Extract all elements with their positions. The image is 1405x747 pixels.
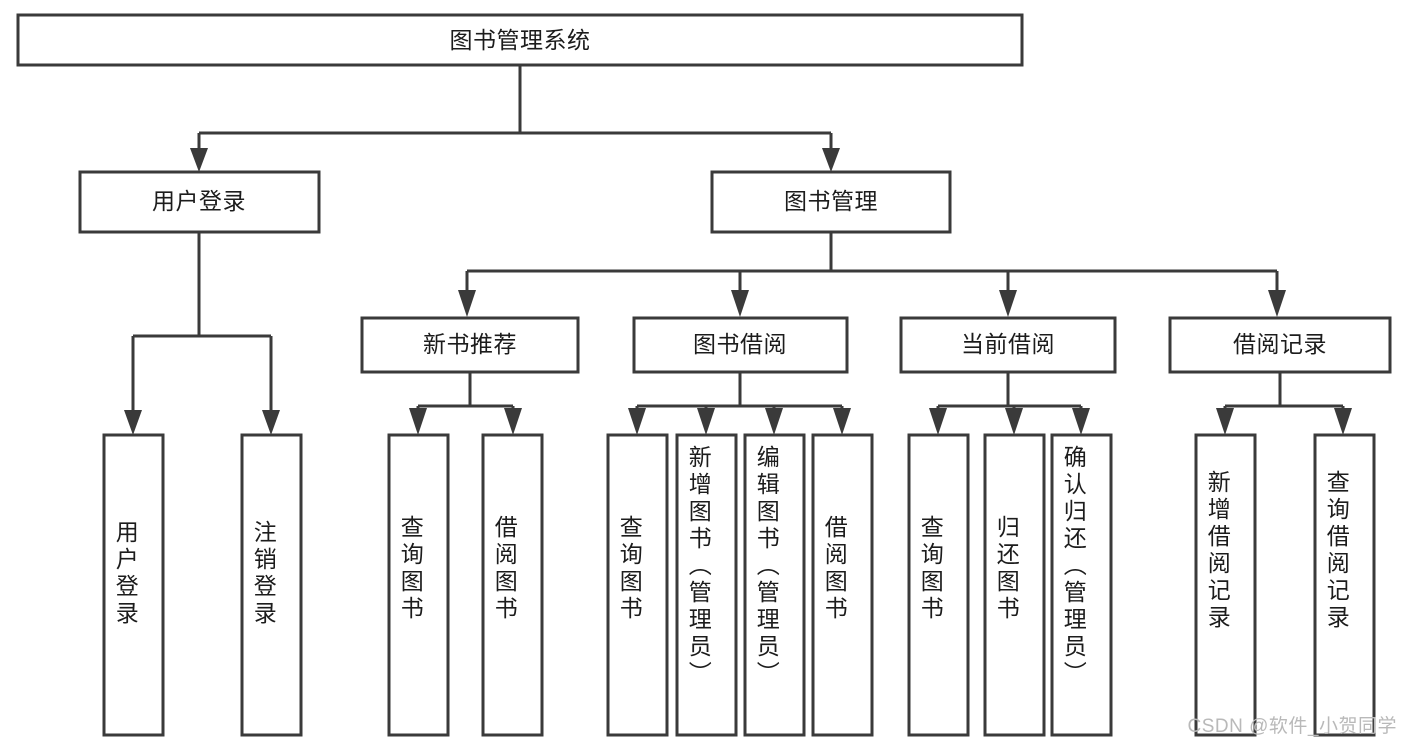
- node-leaf-query-record[interactable]: 查询借阅记录: [1313, 433, 1376, 737]
- node-current-borrow[interactable]: 当前借阅: [899, 316, 1117, 374]
- node-leaf-user-login-box[interactable]: [102, 433, 165, 737]
- arrow-head-borrow-record: [1268, 290, 1286, 317]
- arrow-head-current-borrow: [999, 290, 1017, 317]
- node-book-borrow-label: 图书借阅: [693, 331, 787, 357]
- node-leaf-confirm-return-box[interactable]: [1050, 433, 1113, 737]
- node-leaf-user-logout-label: 注销登录: [250, 520, 277, 628]
- node-current-borrow-box[interactable]: [899, 316, 1117, 374]
- arrow-head-leaf-query-book-2: [628, 408, 646, 435]
- arrow-head-leaf-borrow-book-2: [833, 408, 851, 435]
- arrow-head-leaf-user-logout: [262, 410, 280, 435]
- node-borrow-record[interactable]: 借阅记录: [1168, 316, 1392, 374]
- node-leaf-query-book-1-label: 查询图书: [397, 515, 424, 623]
- node-leaf-query-book-1-box[interactable]: [387, 433, 450, 737]
- node-leaf-confirm-return[interactable]: 确认归还（管理员）: [1050, 433, 1113, 737]
- node-borrow-record-box[interactable]: [1168, 316, 1392, 374]
- node-leaf-borrow-book-2[interactable]: 借阅图书: [811, 433, 874, 737]
- node-leaf-edit-book-box[interactable]: [743, 433, 806, 737]
- node-leaf-query-book-3-box[interactable]: [907, 433, 970, 737]
- node-leaf-add-book-box[interactable]: [675, 433, 738, 737]
- node-book-manage-label: 图书管理: [784, 188, 878, 214]
- node-book-manage[interactable]: 图书管理: [710, 170, 952, 234]
- node-new-book-recommend[interactable]: 新书推荐: [360, 316, 580, 374]
- node-book-manage-box[interactable]: [710, 170, 952, 234]
- node-leaf-user-login[interactable]: 用户登录: [102, 433, 165, 737]
- node-user-login-label: 用户登录: [152, 188, 246, 214]
- node-leaf-confirm-return-label: 确认归还（管理员）: [1060, 445, 1087, 688]
- arrow-head-leaf-add-book: [697, 408, 715, 435]
- arrow-head-leaf-add-record: [1216, 408, 1234, 435]
- node-leaf-query-record-box[interactable]: [1313, 433, 1376, 737]
- node-leaf-borrow-book-1[interactable]: 借阅图书: [481, 433, 544, 737]
- node-borrow-record-label: 借阅记录: [1233, 331, 1327, 357]
- node-user-login-box[interactable]: [78, 170, 321, 234]
- node-leaf-borrow-book-2-box[interactable]: [811, 433, 874, 737]
- arrow-head-user-login: [190, 148, 208, 172]
- node-leaf-borrow-book-2-label: 借阅图书: [821, 515, 848, 623]
- node-leaf-user-logout-box[interactable]: [240, 433, 303, 737]
- node-book-borrow-box[interactable]: [632, 316, 849, 374]
- node-leaf-add-record[interactable]: 新增借阅记录: [1194, 433, 1257, 737]
- connector-group: [124, 65, 1352, 435]
- node-user-login[interactable]: 用户登录: [78, 170, 321, 234]
- node-new-book-recommend-label: 新书推荐: [423, 331, 517, 357]
- node-leaf-query-record-label: 查询借阅记录: [1323, 470, 1350, 632]
- node-leaf-edit-book-label: 编辑图书（管理员）: [753, 445, 780, 688]
- arrow-head-book-manage: [822, 148, 840, 172]
- node-root[interactable]: 图书管理系统: [16, 13, 1024, 67]
- node-book-borrow[interactable]: 图书借阅: [632, 316, 849, 374]
- node-leaf-query-book-2[interactable]: 查询图书: [606, 433, 669, 737]
- node-current-borrow-label: 当前借阅: [961, 331, 1055, 357]
- arrow-head-leaf-borrow-book-1: [504, 408, 522, 435]
- arrow-head-leaf-confirm-return: [1072, 408, 1090, 435]
- node-leaf-user-logout[interactable]: 注销登录: [240, 433, 303, 737]
- arrow-head-leaf-user-login: [124, 410, 142, 435]
- node-leaf-add-book[interactable]: 新增图书（管理员）: [675, 433, 738, 737]
- arrow-head-new-book-recommend: [458, 290, 476, 317]
- node-leaf-add-book-label: 新增图书（管理员）: [685, 445, 712, 688]
- node-leaf-query-book-2-label: 查询图书: [616, 515, 643, 623]
- arrow-head-book-borrow: [731, 290, 749, 317]
- watermark: CSDN @软件_小贺同学: [1187, 716, 1397, 737]
- arrow-head-leaf-query-record: [1334, 408, 1352, 435]
- node-leaf-query-book-1[interactable]: 查询图书: [387, 433, 450, 737]
- node-root-label: 图书管理系统: [450, 27, 591, 53]
- node-leaf-query-book-3[interactable]: 查询图书: [907, 433, 970, 737]
- node-leaf-return-book[interactable]: 归还图书: [983, 433, 1046, 737]
- node-leaf-add-record-label: 新增借阅记录: [1204, 470, 1231, 632]
- node-leaf-user-login-label: 用户登录: [112, 520, 139, 628]
- arrow-head-leaf-edit-book: [765, 408, 783, 435]
- node-leaf-borrow-book-1-label: 借阅图书: [491, 515, 518, 623]
- node-leaf-add-record-box[interactable]: [1194, 433, 1257, 737]
- node-leaf-query-book-2-box[interactable]: [606, 433, 669, 737]
- node-leaf-return-book-label: 归还图书: [993, 515, 1020, 623]
- arrow-head-leaf-query-book-3: [929, 408, 947, 435]
- node-root-box[interactable]: [16, 13, 1024, 67]
- node-leaf-borrow-book-1-box[interactable]: [481, 433, 544, 737]
- node-leaf-return-book-box[interactable]: [983, 433, 1046, 737]
- arrow-head-leaf-query-book-1: [409, 408, 427, 435]
- arrow-head-leaf-return-book: [1005, 408, 1023, 435]
- node-new-book-recommend-box[interactable]: [360, 316, 580, 374]
- node-leaf-query-book-3-label: 查询图书: [917, 515, 944, 623]
- node-leaf-edit-book[interactable]: 编辑图书（管理员）: [743, 433, 806, 737]
